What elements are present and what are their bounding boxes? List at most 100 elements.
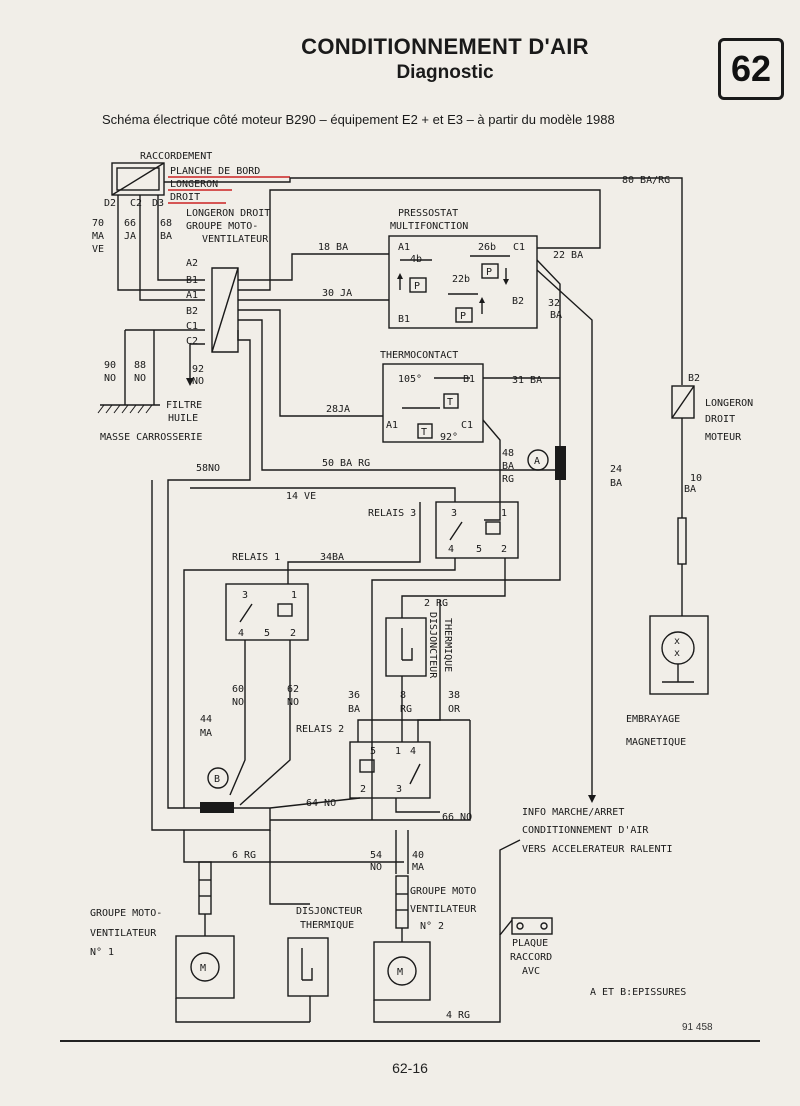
diagram-label-block_pins-c2: C2	[186, 336, 198, 347]
page-subtitle: Diagnostic	[396, 62, 494, 83]
diagram-label-embrayage-l2: MAGNETIQUE	[626, 737, 686, 748]
diagram-label-splices-a: A	[534, 456, 540, 467]
connector-label-4: DROIT	[170, 192, 200, 203]
diagram-label-gmv1-l2: VENTILATEUR	[90, 928, 157, 939]
diagram-label-thermocontact-b1: B1	[463, 374, 475, 385]
diagram-label-relais1-p2: 2	[290, 628, 296, 639]
diagram-label-wire_labels-w66: 66 NO	[442, 812, 472, 823]
diagram-label-plaque-l3: AVC	[522, 966, 540, 977]
diagram-label-thermocontact-label: THERMOCONTACT	[380, 350, 458, 361]
diagram-label-relais2-p3: 3	[396, 784, 402, 795]
diagram-label-relais3-p3: 3	[451, 508, 457, 519]
diagram-label-plaque-l2: RACCORD	[510, 952, 552, 963]
diagram-label-block_pins-a2: A2	[186, 258, 198, 269]
diagram-label-relais2-label: RELAIS 2	[296, 724, 344, 735]
connector-label-1: RACCORDEMENT	[140, 151, 212, 162]
diagram-label-wire_labels-w36b: BA	[348, 704, 360, 715]
diagram-label-pressostat-p: P	[414, 281, 420, 292]
diagram-label-wire_labels-w90b: NO	[104, 373, 116, 384]
diagram-label-thermocontact-t92: 92°	[440, 432, 458, 443]
diagram-label-wire_labels-w8a: 8	[400, 690, 406, 701]
splice-a: A	[527, 446, 566, 480]
diagram-label-pressostat-a1: A1	[398, 242, 410, 253]
diagram-label-gmv1-l3: N° 1	[90, 947, 114, 958]
diagram-label-pressostat-p: P	[460, 311, 466, 322]
diagram-label-gmv1-m: M	[200, 963, 206, 974]
diagram-label-relais2-p4: 4	[410, 746, 416, 757]
diagram-label-wires_top-w3b: BA	[160, 231, 172, 242]
pressostat-multifonction: PRESSOSTAT MULTIFONCTION A1 C1 B1 B2 4b …	[388, 208, 538, 329]
diagram-label-wire_labels-w38b: OR	[448, 704, 461, 715]
diagram-label-relais3-p2: 2	[501, 544, 507, 555]
diagram-label-wire_labels-w38a: 38	[448, 690, 460, 701]
diagram-label-gmv2-l3: N° 2	[420, 921, 444, 932]
diagram-label-wire_labels-w64: 64 NO	[306, 798, 336, 809]
diagram-label-masse-filtre1: FILTRE	[166, 400, 202, 411]
svg-text:x: x	[674, 648, 680, 659]
diagram-label-pressostat-l1: PRESSOSTAT	[398, 208, 458, 219]
diagram-label-wires_top-w1a: 70	[92, 218, 104, 229]
diagram-label-wire_labels-w54b: NO	[370, 862, 382, 873]
diagram-label-wire_labels-w40b: MA	[412, 862, 424, 873]
diagram-label-wire_labels-w18: 18 BA	[318, 242, 348, 253]
relais-1: RELAIS 1 3 1 4 5 2	[225, 552, 309, 641]
connector-planche-de-bord: RACCORDEMENT PLANCHE DE BORD LONGERON DR…	[104, 151, 290, 209]
connector-label-2: PLANCHE DE BORD	[170, 166, 260, 177]
diagram-label-wire_labels-w6: 6 RG	[232, 850, 256, 861]
diagram-label-wires_top-w1c: VE	[92, 244, 104, 255]
diagram-label-disjoncteur_v-l1: DISJONCTEUR	[427, 612, 438, 679]
diagram-label-wires_top-w2a: 66	[124, 218, 136, 229]
connector-longeron-moteur: B2 LONGERON DROIT MOTEUR	[671, 373, 753, 443]
diagram-label-block_pins-a1: A1	[186, 290, 198, 301]
diagram-label-wire_labels-w10a: 10	[690, 473, 702, 484]
diagram-label-wire_labels-w48b: BA	[502, 461, 514, 472]
diagram-label-wires_top-w1b: MA	[92, 231, 104, 242]
disjoncteur-thermique-upper: DISJONCTEUR THERMIQUE	[385, 612, 453, 679]
relais-2: RELAIS 2 5 1 4 2 3	[296, 724, 431, 799]
diagram-label-wire_labels-w40a: 40	[412, 850, 424, 861]
diagram-label-disjoncteur_v-l2: THERMIQUE	[442, 618, 453, 672]
diagram-label-relais3-p5: 5	[476, 544, 482, 555]
diagram-label-thermocontact-t: T	[447, 397, 453, 408]
diagram-label-relais1-label: RELAIS 1	[232, 552, 280, 563]
diagram-label-thermocontact-a1: A1	[386, 420, 398, 431]
diagram-label-wire_labels-w22: 22 BA	[553, 250, 583, 261]
diagram-label-longeron_moteur-l3: MOTEUR	[705, 432, 742, 443]
pin-d2: D2	[104, 198, 116, 209]
diagram-label-relais1-p4: 4	[238, 628, 244, 639]
diagram-caption: Schéma électrique côté moteur B290 – équ…	[102, 112, 615, 127]
diagram-label-wire_labels-w24b: BA	[610, 478, 622, 489]
diagram-label-wire_labels-w62a: 62	[287, 684, 299, 695]
diagram-label-info-l3: VERS ACCELERATEUR RALENTI	[522, 844, 673, 855]
diagram-label-wire_labels-w34: 34BA	[320, 552, 344, 563]
diagram-label-masse-filtre2: HUILE	[168, 413, 198, 424]
embrayage-magnetique: xx EMBRAYAGE MAGNETIQUE	[626, 615, 709, 748]
diagram-label-wire_labels-w24a: 24	[610, 464, 622, 475]
diagram-label-embrayage-l1: EMBRAYAGE	[626, 714, 680, 725]
diagram-label-wire_labels-w80: 80 BA/RG	[622, 175, 670, 186]
diagram-label-relais2-p1: 1	[395, 746, 401, 757]
diagram-label-gmv2-m: M	[397, 967, 403, 978]
diagram-label-pressostat-b1: B1	[398, 314, 410, 325]
diagram-label-relais2-p2: 2	[360, 784, 366, 795]
diagram-label-wire_labels-w90a: 90	[104, 360, 116, 371]
diagram-label-wire_labels-w60b: NO	[232, 697, 244, 708]
diagram-label-wire_labels-w8b: RG	[400, 704, 412, 715]
diagram-label-block_pins-b2: B2	[186, 306, 198, 317]
diagram-label-thermocontact-c1: C1	[461, 420, 473, 431]
diagram-label-wire_labels-w30: 30 JA	[322, 288, 352, 299]
diagram-label-wire_labels-w48a: 48	[502, 448, 514, 459]
diagram-label-relais3-p4: 4	[448, 544, 454, 555]
groupe-label-1: LONGERON DROIT	[186, 208, 270, 219]
pin-c2: C2	[130, 198, 142, 209]
svg-text:x: x	[674, 636, 680, 647]
thermocontact: THERMOCONTACT 105° B1 A1 C1 92° T T	[380, 350, 484, 443]
diagram-label-wire_labels-w50: 50 BA RG	[322, 458, 370, 469]
diagram-label-wire_labels-w44a: 44	[200, 714, 212, 725]
diagram-label-pressostat-p: P	[486, 267, 492, 278]
diagram-label-wire_labels-w32b: BA	[550, 310, 562, 321]
fuse-gmv2	[395, 875, 409, 929]
diagram-label-wire_labels-w31: 31 BA	[512, 375, 542, 386]
diagram-label-wire_labels-w4: 4 RG	[446, 1010, 470, 1021]
